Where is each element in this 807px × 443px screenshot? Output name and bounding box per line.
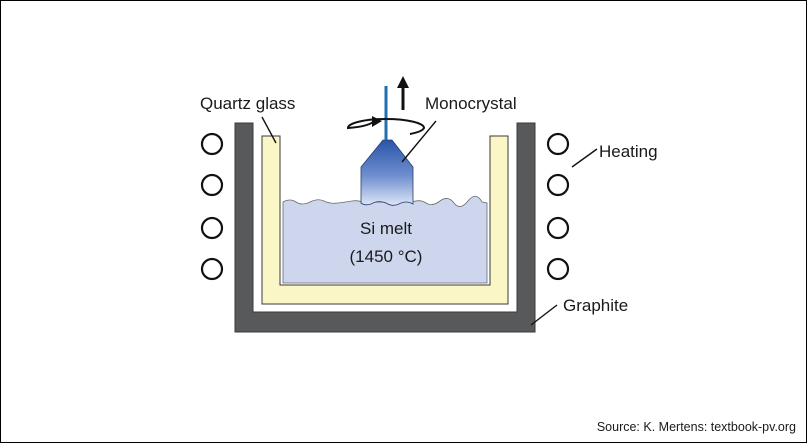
si-melt [282, 195, 488, 284]
source-credit: Source: K. Mertens: textbook-pv.org [597, 420, 796, 434]
label-monocrystal: Monocrystal [425, 94, 517, 113]
graphite-crucible [234, 122, 536, 333]
label-quartz-glass: Quartz glass [200, 94, 295, 113]
label-melt-temperature: (1450 °C) [350, 247, 423, 266]
heating-coil [546, 132, 570, 156]
quartz-crucible [261, 135, 509, 305]
heating-coil [546, 216, 570, 240]
heating-coils-right [546, 132, 570, 281]
heating-coil [546, 173, 570, 197]
heating-coil [200, 216, 224, 240]
label-heating: Heating [599, 142, 658, 161]
heating-coil [200, 132, 224, 156]
monocrystal [360, 139, 414, 206]
pull-arrow-icon [397, 76, 409, 110]
label-graphite: Graphite [563, 296, 628, 315]
heating-coils-left [200, 132, 224, 281]
label-si-melt: Si melt [360, 219, 412, 238]
heating-coil [200, 257, 224, 281]
heating-leader [571, 148, 598, 168]
rotation-arrow-icon [346, 116, 426, 135]
monocrystal-leader [401, 120, 437, 163]
graphite-leader [530, 304, 558, 326]
heating-coil [546, 257, 570, 281]
quartz-leader [261, 116, 277, 144]
heating-coil [200, 173, 224, 197]
